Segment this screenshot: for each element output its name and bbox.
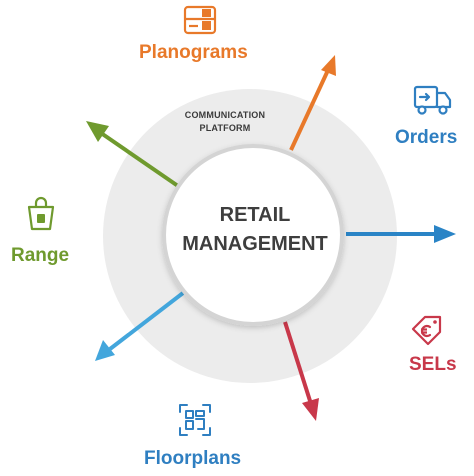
arrow-sels	[283, 321, 319, 421]
arrow-range	[86, 121, 180, 188]
arrow-floorplans	[95, 291, 185, 361]
center-circle	[162, 144, 344, 326]
node-label-orders: Orders	[395, 127, 458, 148]
floorplan-scan-icon	[179, 404, 211, 436]
node-label-sels: SELs	[409, 354, 457, 375]
shopping-bag-icon	[27, 196, 55, 231]
node-label-range: Range	[11, 245, 70, 266]
planogram-shelf-icon	[183, 5, 217, 35]
ring-caption-line2: PLATFORM	[199, 123, 251, 133]
node-label-floorplans: Floorplans	[144, 448, 242, 469]
ring-caption-line1: COMMUNICATION	[184, 110, 266, 120]
euro-price-tag-icon	[411, 315, 442, 346]
arrow-planograms	[289, 55, 336, 151]
node-label-planograms: Planograms	[139, 42, 248, 63]
delivery-truck-icon	[413, 85, 452, 115]
center-title-line1: RETAIL	[219, 204, 291, 226]
center-title-line2: MANAGEMENT	[182, 233, 328, 255]
arrow-orders	[346, 225, 456, 243]
